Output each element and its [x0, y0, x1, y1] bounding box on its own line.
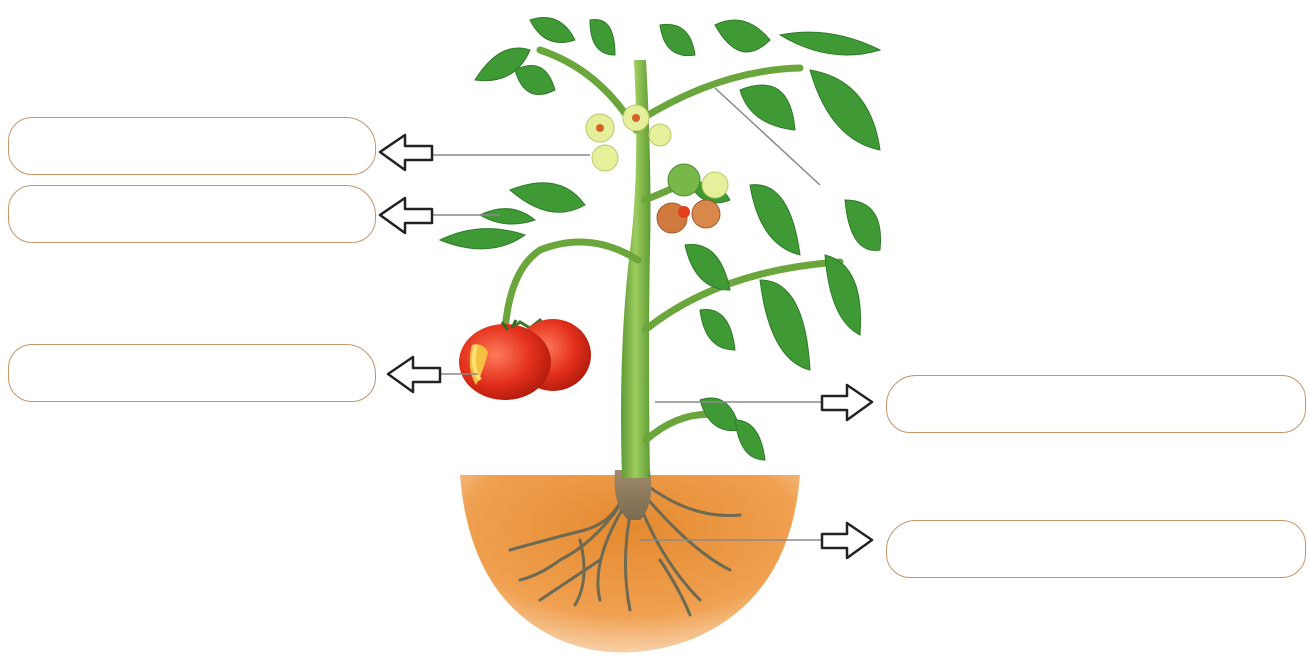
- stem-label-box[interactable]: [886, 375, 1306, 433]
- arrow-root: [822, 523, 872, 558]
- leaf-label-box[interactable]: [8, 185, 376, 243]
- flower-cluster: [586, 105, 728, 198]
- arrow-leaf: [380, 198, 432, 233]
- arrow-flower: [380, 135, 432, 170]
- ripe-tomato: [459, 319, 591, 400]
- flower-label-box[interactable]: [8, 117, 376, 175]
- arrow-stem: [822, 385, 872, 420]
- arrow-fruit: [388, 357, 440, 392]
- root-label-box[interactable]: [886, 520, 1306, 578]
- fruit-label-box[interactable]: [8, 344, 376, 402]
